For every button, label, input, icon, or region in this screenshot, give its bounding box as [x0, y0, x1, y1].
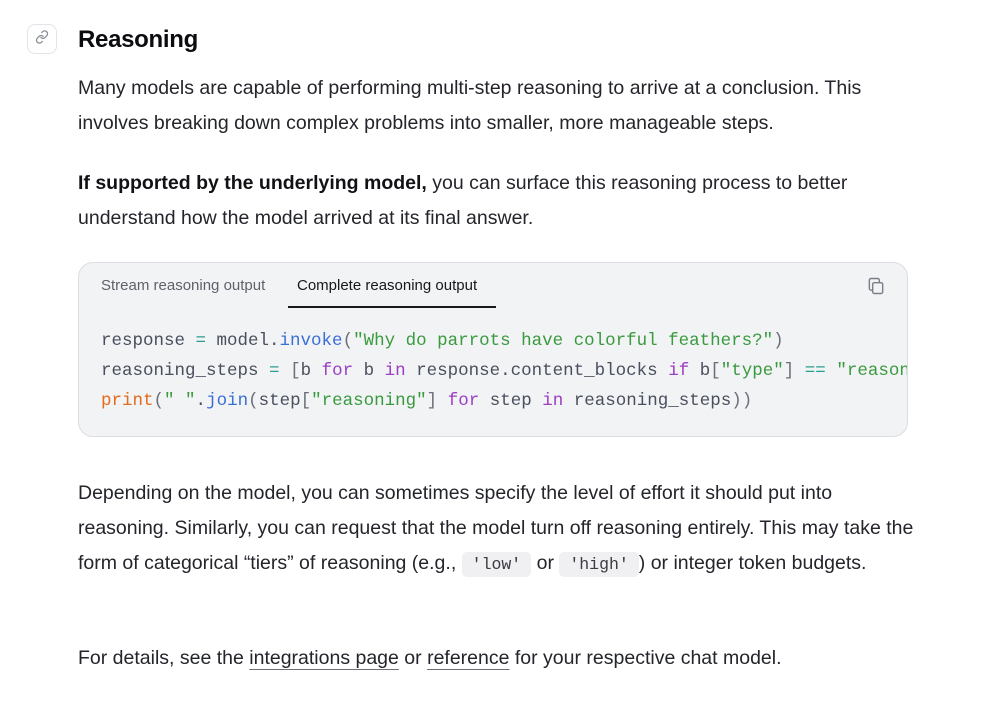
details-text-end: for your respective chat model.	[509, 647, 782, 669]
support-text: you can surface this reasoning process t…	[78, 172, 848, 229]
support-bold-text: If supported by the underlying model,	[78, 172, 427, 194]
effort-paragraph: Depending on the model, you can sometime…	[78, 476, 918, 582]
active-tab-indicator	[288, 306, 496, 308]
link-icon	[35, 29, 49, 49]
details-paragraph: For details, see the integrations page o…	[78, 641, 918, 676]
code-line: print(" ".join(step["reasoning"] for ste…	[101, 391, 753, 411]
intro-paragraph: Many models are capable of performing mu…	[78, 77, 862, 134]
code-tabs: Stream reasoning output Complete reasoni…	[79, 263, 907, 309]
details-text: For details, see the	[78, 647, 250, 669]
effort-text-or: or	[531, 552, 560, 574]
effort-text-end: ) or integer token budgets.	[638, 552, 867, 574]
code-line: reasoning_steps = [b for b in response.c…	[101, 361, 907, 381]
tab-stream-reasoning[interactable]: Stream reasoning output	[101, 277, 266, 294]
copy-icon	[866, 276, 886, 301]
section-anchor-button[interactable]	[27, 24, 57, 54]
inline-code-low: 'low'	[461, 552, 532, 577]
tab-complete-reasoning[interactable]: Complete reasoning output	[297, 277, 478, 294]
integrations-page-link[interactable]: integrations page	[249, 647, 399, 669]
copy-code-button[interactable]	[865, 277, 887, 299]
inline-code-high: 'high'	[559, 552, 639, 577]
code-example-card: Stream reasoning output Complete reasoni…	[78, 262, 908, 437]
effort-text: Depending on the model, you can sometime…	[78, 482, 914, 574]
section-title: Reasoning	[78, 26, 198, 53]
support-paragraph: If supported by the underlying model, yo…	[78, 166, 918, 236]
reference-link[interactable]: reference	[427, 647, 510, 669]
code-content[interactable]: response = model.invoke("Why do parrots …	[101, 326, 907, 416]
details-text-or: or	[398, 647, 428, 669]
code-line: response = model.invoke("Why do parrots …	[101, 331, 784, 351]
